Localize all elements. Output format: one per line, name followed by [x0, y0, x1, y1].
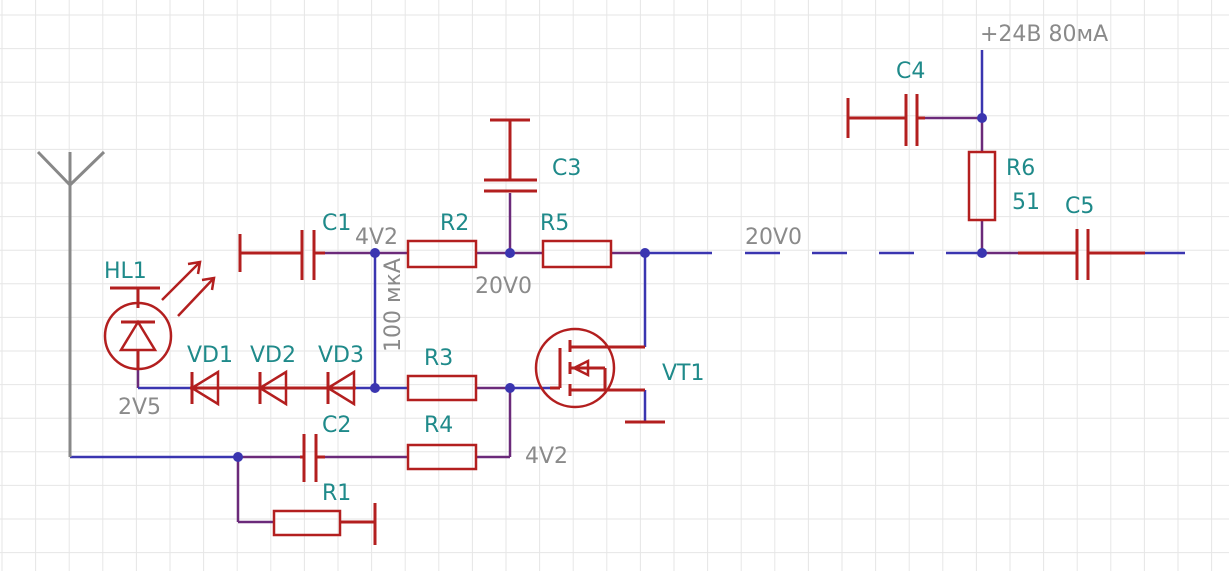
resistor-r5: [541, 239, 613, 269]
c1-label: C1: [322, 211, 351, 236]
r6-value: 51: [1012, 190, 1040, 215]
wires: [68, 50, 1185, 524]
gate-voltage: 4V2: [525, 444, 568, 469]
current-label: 100 мкА: [381, 258, 406, 352]
junctions: [233, 113, 987, 462]
r1-label: R1: [322, 481, 351, 506]
node-voltage-4v2-top: 4V2: [355, 225, 398, 250]
resistor-r6: [967, 150, 997, 222]
r4-label: R4: [424, 413, 453, 438]
resistor-r3: [406, 374, 478, 402]
capacitor-c1: [238, 230, 325, 280]
node-voltage-20v0: 20V0: [475, 274, 532, 299]
diode-vd3: [286, 369, 356, 407]
labels: HL1 VD1 VD2 VD3 C1 C2 C3 C4 C5 R1 R2 R3 …: [104, 22, 1108, 506]
capacitor-c4: [846, 94, 925, 146]
vd2-label: VD2: [250, 343, 296, 368]
led-icon: [103, 260, 216, 371]
resistor-r1: [272, 503, 377, 545]
vd3-label: VD3: [318, 343, 364, 368]
vd1-label: VD1: [187, 343, 233, 368]
resistor-r4: [406, 443, 478, 471]
hl1-voltage: 2V5: [118, 395, 161, 420]
vt1-label: VT1: [662, 361, 705, 386]
diode-vd2: [218, 369, 288, 407]
r6-label: R6: [1006, 156, 1035, 181]
c5-label: C5: [1065, 194, 1094, 219]
r2-label: R2: [440, 211, 469, 236]
c4-label: C4: [896, 59, 925, 84]
capacitor-c3: [484, 118, 537, 193]
mosfet-icon: [534, 327, 665, 424]
hl1-label: HL1: [104, 259, 147, 284]
resistor-r2: [406, 239, 478, 269]
c3-label: C3: [552, 156, 581, 181]
antenna-icon: [36, 150, 106, 457]
r3-label: R3: [424, 346, 453, 371]
drain-line-voltage: 20V0: [745, 225, 802, 250]
capacitor-c5: [1018, 229, 1145, 280]
capacitor-c2: [300, 434, 325, 482]
supply-label: +24В 80мА: [980, 22, 1108, 47]
c2-label: C2: [322, 413, 351, 438]
r5-label: R5: [540, 211, 569, 236]
